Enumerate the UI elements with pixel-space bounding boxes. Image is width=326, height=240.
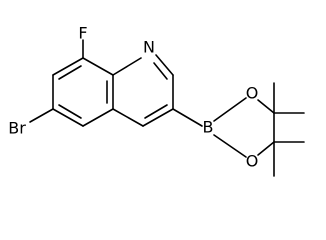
atom-label-bromine: Br: [8, 119, 26, 138]
bond-b-o2: [213, 134, 247, 158]
bond-c5-c4a: [82, 108, 114, 127]
atom-label-fluorine: F: [78, 24, 87, 43]
bond-c6-br: [29, 108, 54, 123]
bond-c6-c5: [52, 108, 84, 127]
bond-c3-b: [172, 108, 203, 127]
bond-c3-c4-inner: [144, 104, 168, 119]
bond-c3-c4: [142, 108, 174, 127]
atom-label-oxygen-bottom: O: [246, 152, 259, 171]
bond-b-o1: [213, 97, 247, 122]
bond-c4-c4a: [112, 108, 144, 127]
bond-n-c2-inner: [153, 62, 168, 80]
bond-o2-c: [257, 141, 275, 156]
bond-n-c2: [155, 54, 174, 76]
bond-c8-c7: [52, 57, 84, 76]
chemical-structure: F N Br B O O: [8, 24, 305, 177]
bond-c8a-c8: [82, 57, 114, 76]
atom-label-nitrogen: N: [143, 38, 155, 57]
bond-c8-c7-inner: [58, 65, 82, 80]
atom-label-boron: B: [203, 118, 214, 137]
bond-c8a-n: [112, 57, 142, 76]
bond-c6-c5-inner: [58, 104, 82, 119]
bond-o1-c: [257, 99, 275, 114]
atom-label-oxygen-top: O: [246, 84, 259, 103]
